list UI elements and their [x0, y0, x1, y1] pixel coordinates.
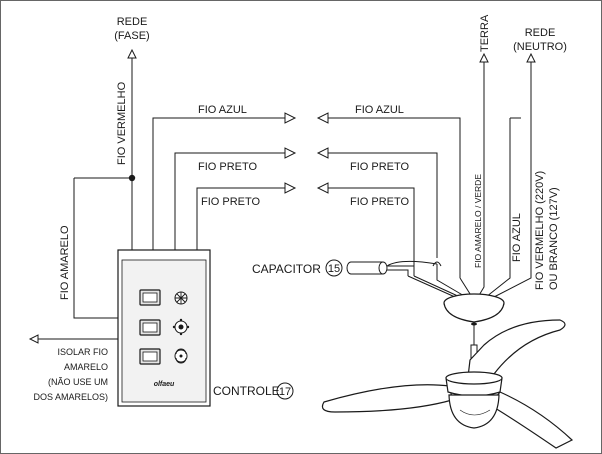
- azul-left-wire: FIO AZUL: [152, 104, 297, 250]
- fio-amarelo-label: FIO AMARELO: [59, 225, 71, 300]
- controle-label: CONTROLE: [213, 384, 280, 398]
- rede-fase-wire: REDE (FASE): [114, 16, 150, 175]
- fio-azul-right-label: FIO AZUL: [355, 104, 404, 116]
- fan-speed-icon: [174, 291, 188, 305]
- brand-logo: olfaeu: [154, 381, 175, 388]
- fio-azul-left-label: FIO AZUL: [198, 104, 247, 116]
- fio-preto-right-label-2: FIO PRETO: [350, 196, 410, 208]
- fio-vermelho-220-label: FIO VERMELHO (220V): [534, 171, 546, 290]
- control-unit: olfaeu: [117, 244, 211, 407]
- fase-to-control: [73, 174, 136, 319]
- rede-neutro-label-2: (NEUTRO): [513, 41, 567, 53]
- capacitor-number: 15: [328, 263, 340, 275]
- capacitor: CAPACITOR 15: [252, 258, 442, 277]
- azul-right-wire: FIO AZUL: [316, 104, 461, 278]
- controle-number-circle: [276, 382, 294, 400]
- isolar-label-2: AMARELO: [64, 362, 108, 372]
- rede-fase-label-1: REDE: [117, 16, 148, 28]
- fio-preto-left-label-1: FIO PRETO: [198, 161, 258, 173]
- preto-right-wire-2: FIO PRETO: [316, 182, 415, 258]
- controle-number: 17: [279, 386, 291, 398]
- terra-label: TERRA: [479, 14, 491, 52]
- preto-right-wire-1: FIO PRETO: [316, 147, 438, 258]
- isolar-label-1: ISOLAR FIO: [57, 347, 108, 357]
- fio-vermelho-label: FIO VERMELHO: [116, 81, 128, 165]
- terra-wire: TERRA: [479, 14, 491, 63]
- preto-left-wire-2: FIO PRETO: [196, 182, 297, 250]
- direction-icon: [174, 348, 188, 364]
- preto-left-wire-1: FIO PRETO: [174, 147, 297, 250]
- capacitor-number-circle: [325, 259, 343, 277]
- rede-neutro-label-1: REDE: [525, 27, 556, 39]
- isolar-fio-wire: [28, 334, 118, 344]
- ceiling-fan: [321, 293, 574, 449]
- fio-azul-fan-label: FIO AZUL: [511, 213, 523, 262]
- fio-preto-right-label-1: FIO PRETO: [350, 161, 410, 173]
- ou-branco-127-label: OU BRANCO (127V): [548, 187, 560, 290]
- rede-fase-label-2: (FASE): [114, 30, 149, 42]
- rede-neutro-wire: REDE (NEUTRO): [513, 27, 567, 63]
- isolar-label-4: DOS AMARELOS): [33, 392, 108, 402]
- capacitor-label: CAPACITOR: [252, 262, 321, 276]
- isolar-label-3: (NÃO USE UM: [48, 377, 108, 387]
- fio-preto-left-label-2: FIO PRETO: [201, 196, 261, 208]
- light-icon: [172, 318, 190, 336]
- fio-amarelo-verde-label: FIO AMARELO / VERDE: [473, 174, 483, 268]
